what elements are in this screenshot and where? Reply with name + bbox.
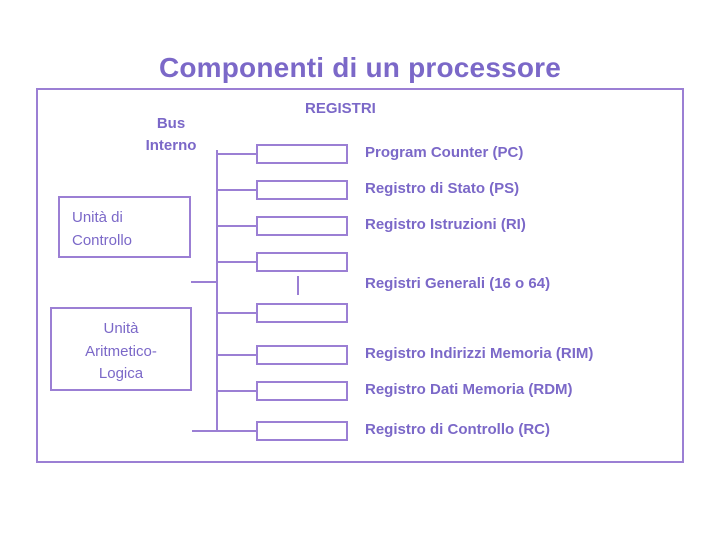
register-connector-6 xyxy=(216,390,256,392)
register-box-7 xyxy=(256,421,348,441)
register-label-6: Registro Dati Memoria (RDM) xyxy=(365,381,573,398)
register-connector-4b xyxy=(216,312,256,314)
register-box-2 xyxy=(256,180,348,200)
register-connector-4 xyxy=(216,261,256,263)
register-label-4: Registri Generali (16 o 64) xyxy=(365,275,551,292)
register-connector-2 xyxy=(216,189,256,191)
register-label-2: Registro di Stato (PS) xyxy=(365,180,520,197)
register-label-7: Registro di Controllo (RC) xyxy=(365,421,550,438)
register-box-6 xyxy=(256,381,348,401)
register-group-tick xyxy=(297,276,299,295)
diagram-frame xyxy=(36,88,684,463)
label-unita-controllo: Unità di Controllo xyxy=(72,209,133,249)
bus-stub-control xyxy=(191,281,217,283)
unit-alu-box xyxy=(50,307,192,391)
register-connector-3 xyxy=(216,225,256,227)
bus-vertical-line xyxy=(216,150,218,432)
register-label-3: Registro Istruzioni (RI) xyxy=(365,216,526,233)
label-bus-interno: Bus Interno xyxy=(145,115,197,154)
label-registri-heading: REGISTRI xyxy=(305,100,376,117)
page-title: Componenti di un processore xyxy=(158,52,562,83)
register-box-4b xyxy=(256,303,348,323)
register-connector-1 xyxy=(216,153,256,155)
register-label-5: Registro Indirizzi Memoria (RIM) xyxy=(365,345,594,362)
bus-stub-alu xyxy=(192,430,217,432)
label-unita-aritmetico-logica: Unità Aritmetico- Logica xyxy=(85,320,157,382)
unit-control-box xyxy=(58,196,191,258)
register-box-3 xyxy=(256,216,348,236)
register-box-1 xyxy=(256,144,348,164)
register-box-5 xyxy=(256,345,348,365)
register-connector-5 xyxy=(216,354,256,356)
register-label-1: Program Counter (PC) xyxy=(365,144,524,161)
register-connector-7 xyxy=(216,430,256,432)
register-box-4a xyxy=(256,252,348,272)
